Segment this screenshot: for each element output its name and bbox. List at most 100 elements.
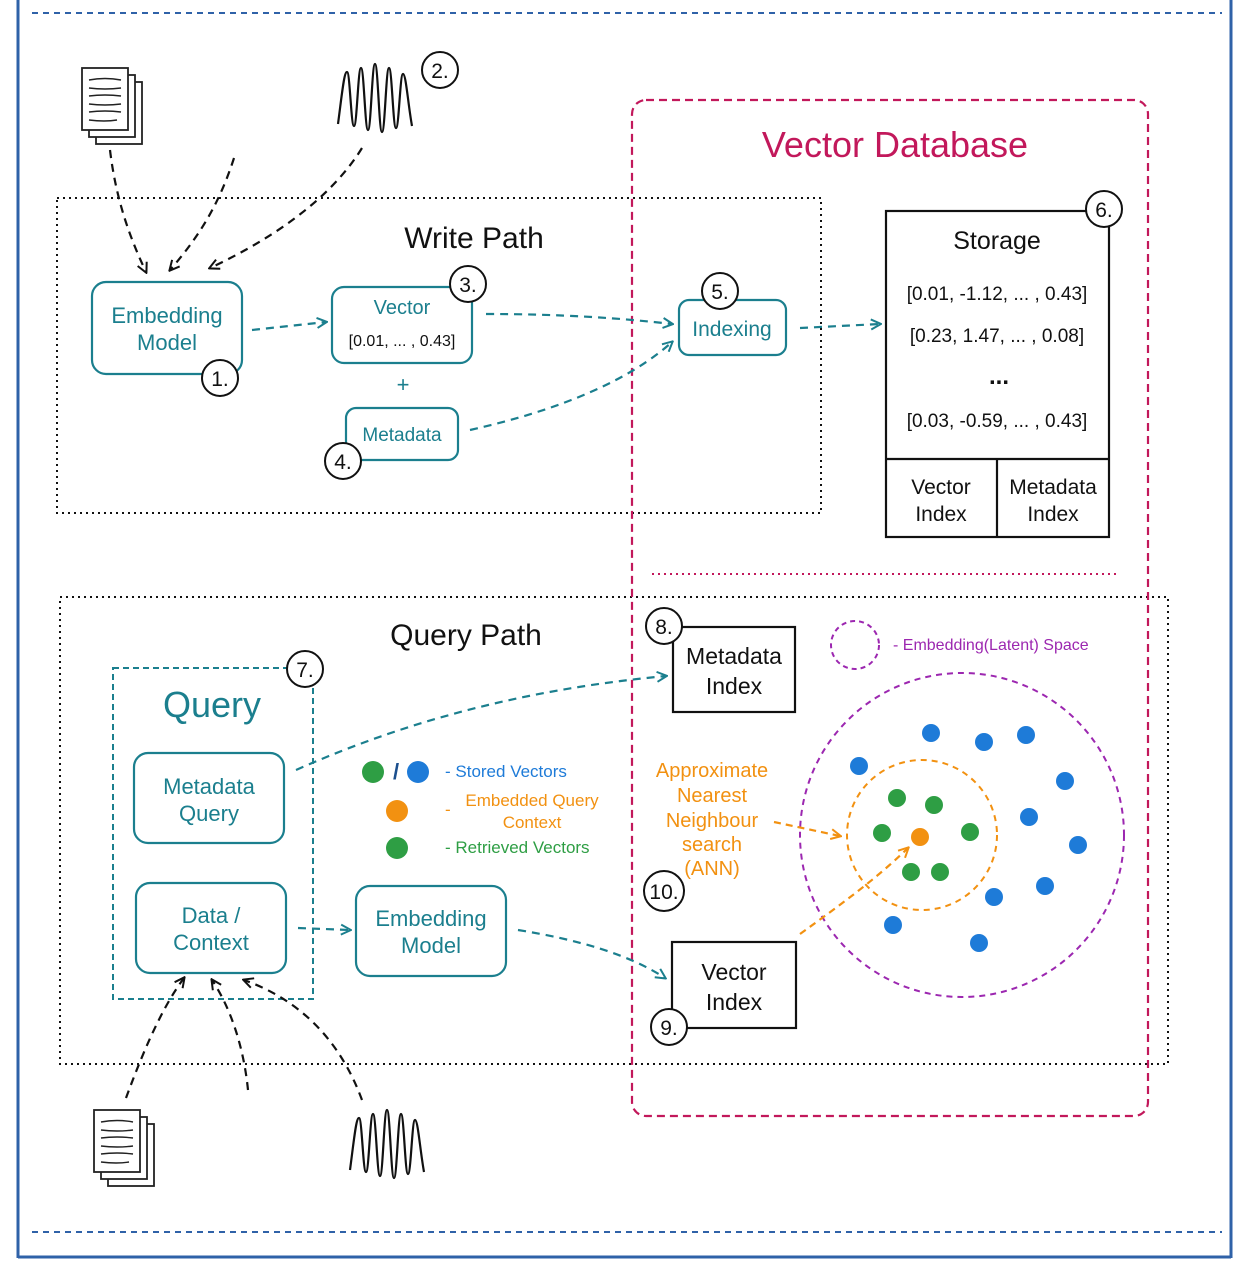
legend-retrieved-dot-icon — [386, 837, 408, 859]
step-badge-7: 7. — [286, 650, 324, 688]
query-metadata-index-line2: Index — [706, 673, 763, 699]
svg-text:6.: 6. — [1095, 199, 1113, 222]
stored-vector — [1017, 726, 1035, 744]
arrow-waveform-to-embedding — [210, 147, 363, 268]
legend-blue-dot-icon — [407, 761, 429, 783]
retrieved-vector — [902, 863, 920, 881]
svg-text:3.: 3. — [459, 274, 477, 297]
arrow-waveform-to-data-context — [244, 980, 364, 1101]
svg-text:10.: 10. — [649, 881, 678, 904]
ann-line-1: Approximate — [656, 760, 768, 782]
latent-space-circle — [799, 672, 1125, 998]
vector-database-title: Vector Database — [762, 124, 1028, 165]
latent-space — [799, 672, 1125, 998]
retrieved-vector — [931, 863, 949, 881]
legend-green-dot-icon — [362, 761, 384, 783]
arrow-metadata-query-to-metadata-index — [295, 676, 666, 772]
svg-text:1.: 1. — [211, 368, 229, 391]
ann-line-3: Neighbour — [666, 810, 759, 832]
ann-line-4: search — [682, 834, 742, 856]
waveform-icon — [336, 62, 414, 134]
step-badge-5: 5. — [701, 272, 739, 310]
query-path-title: Query Path — [390, 619, 542, 652]
query-metadata-index-box: Metadata Index — [671, 625, 797, 714]
write-embedding-model-line1: Embedding — [111, 303, 222, 328]
plus-sign: + — [397, 372, 410, 397]
legend-orange-dot-icon — [386, 800, 408, 822]
arrow-input-to-embedding — [170, 157, 236, 270]
step-badge-10: 10. — [643, 870, 685, 912]
legend-stored-label: - Stored Vectors — [445, 762, 567, 781]
retrieved-vector — [873, 824, 891, 842]
stored-vector — [922, 724, 940, 742]
svg-text:9.: 9. — [660, 1017, 678, 1040]
storage-title: Storage — [953, 227, 1041, 255]
storage-metadata-index-line2: Index — [1027, 503, 1079, 526]
document-stack-icon — [81, 67, 143, 145]
vector-box: Vector [0.01, ... , 0.43] — [330, 285, 474, 365]
legend: - Embedding(Latent) Space / - Stored Vec… — [362, 620, 1089, 859]
legend-slash: / — [393, 759, 399, 784]
metadata-label: Metadata — [362, 425, 442, 446]
step-badges: 1. 2. 3. 4. 5. 6. 7. 8. 9. 10. — [201, 51, 1123, 1046]
ann-line-2: Nearest — [677, 785, 747, 807]
storage-vector-index-line1: Vector — [911, 476, 971, 499]
step-badge-6: 6. — [1085, 190, 1123, 228]
arrow-documents-to-embedding — [108, 149, 146, 272]
svg-text:7.: 7. — [296, 659, 314, 682]
metadata-box: Metadata — [344, 406, 460, 462]
retrieval-circle — [846, 759, 998, 911]
step-badge-3: 3. — [449, 265, 487, 303]
arrow-vector-index-to-query-point — [799, 848, 908, 935]
query-embedding-model-line1: Embedding — [375, 906, 486, 931]
query-vector-index-line1: Vector — [701, 959, 767, 985]
stored-vector — [970, 934, 988, 952]
legend-embedded-query-line2: Context — [503, 813, 562, 832]
arrow-documents-to-data-context — [124, 978, 184, 1099]
waveform-icon — [348, 1108, 426, 1180]
arrow-indexing-to-storage — [799, 324, 880, 328]
query-metadata-index-line1: Metadata — [686, 643, 782, 669]
embedded-query-vector — [911, 828, 929, 846]
document-stack-icon — [93, 1109, 155, 1187]
retrieved-vector — [888, 789, 906, 807]
data-context-line1: Data / — [182, 903, 242, 928]
storage-row-4: [0.03, -0.59, ... , 0.43] — [907, 411, 1088, 432]
write-embedding-model-box: Embedding Model — [90, 280, 244, 376]
metadata-query-line2: Query — [179, 801, 239, 826]
indexing-box: Indexing — [677, 298, 788, 357]
svg-text:5.: 5. — [711, 281, 729, 304]
write-path-title: Write Path — [404, 222, 544, 255]
query-embedding-model-line2: Model — [401, 933, 461, 958]
storage-box: Storage [0.01, -1.12, ... , 0.43] [0.23,… — [884, 209, 1111, 539]
stored-vector — [884, 916, 902, 934]
storage-row-2: [0.23, 1.47, ... , 0.08] — [910, 326, 1084, 347]
outer-frame — [16, 0, 1233, 1259]
legend-embedded-query-line1: Embedded Query — [465, 791, 599, 810]
query-group: Query Metadata Query Data / Context — [112, 667, 314, 1000]
legend-latent-space-icon — [830, 620, 880, 670]
vector-database-region — [630, 98, 1150, 1118]
svg-text:8.: 8. — [655, 616, 673, 639]
stored-vector — [850, 757, 868, 775]
step-badge-4: 4. — [324, 442, 362, 480]
stored-vector — [1056, 772, 1074, 790]
stored-vector — [1069, 836, 1087, 854]
storage-ellipsis: ... — [989, 363, 1009, 390]
retrieved-vector — [925, 796, 943, 814]
data-context-line2: Context — [173, 930, 249, 955]
arrow-input-to-data-context — [212, 980, 250, 1091]
stored-vector — [975, 733, 993, 751]
metadata-query-line1: Metadata — [163, 774, 255, 799]
arrow-ann-to-retrieval — [773, 820, 840, 836]
step-badge-2: 2. — [421, 51, 459, 89]
retrieved-vector — [961, 823, 979, 841]
step-badge-8: 8. — [645, 607, 683, 645]
ann-line-5: (ANN) — [684, 858, 740, 880]
legend-latent-space-label: - Embedding(Latent) Space — [893, 637, 1089, 654]
ann-label: Approximate Nearest Neighbour search (AN… — [656, 760, 768, 880]
legend-orange-dash: - — [445, 800, 451, 819]
step-badge-1: 1. — [201, 359, 239, 397]
stored-vector — [1020, 808, 1038, 826]
query-path-region — [59, 596, 1169, 1065]
